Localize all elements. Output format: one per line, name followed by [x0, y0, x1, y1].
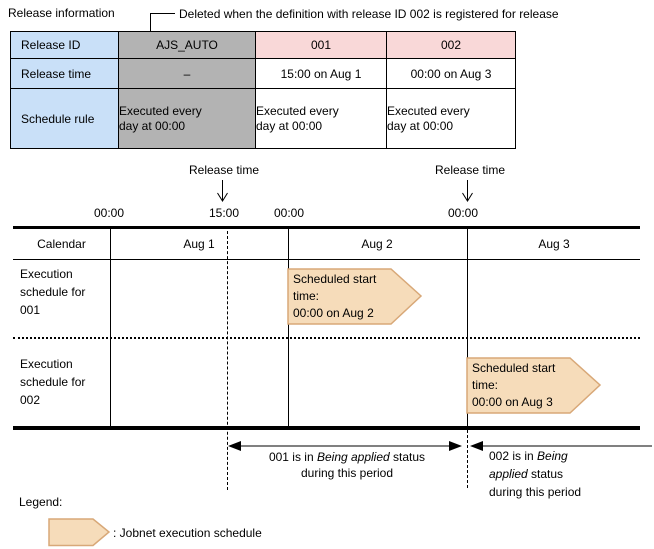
- cell-release-time-ajs-auto: –: [118, 58, 256, 89]
- jobnet-schedule-banner-001: [287, 268, 423, 325]
- cell-release-id-002: 002: [386, 31, 516, 59]
- release-aug3-dashed-line: [467, 430, 468, 488]
- time-label-0000-aug3: 00:00: [447, 206, 479, 220]
- calendar-row-divider: [13, 259, 640, 260]
- schedule-rule-text: Executed every day at 00:00: [256, 103, 339, 133]
- day-label-aug3: Aug 3: [538, 237, 570, 251]
- status-italic: Being applied: [489, 449, 568, 481]
- banner-line: time:: [293, 289, 320, 303]
- banner-line: time:: [472, 378, 499, 392]
- status-prefix: 002 is in: [489, 449, 538, 463]
- banner-line: Scheduled start: [293, 272, 377, 286]
- annotation-connector-vertical: [150, 13, 151, 39]
- legend-label: Legend:: [19, 495, 63, 509]
- time-label-1500: 15:00: [208, 206, 240, 220]
- banner-line: 00:00 on Aug 3: [472, 395, 553, 409]
- cell-schedule-rule-002: Executed every day at 00:00: [386, 88, 516, 149]
- cell-release-id-001: 001: [255, 31, 387, 59]
- cell-release-id-ajs-auto: AJS_AUTO: [118, 31, 256, 59]
- banner-text-002: Scheduled start time: 00:00 on Aug 3: [472, 360, 555, 411]
- banner-text-001: Scheduled start time: 00:00 on Aug 2: [293, 271, 376, 322]
- status-text-002: 002 is in Being applied status during th…: [489, 447, 589, 501]
- schedule-rule-text: Executed every day at 00:00: [387, 103, 470, 133]
- calendar-row-label: Calendar: [37, 237, 86, 251]
- status-suffix: status during this period: [489, 467, 582, 499]
- down-arrow-icon: [217, 180, 228, 202]
- aug3-boundary-line: [467, 229, 468, 426]
- jobnet-schedule-banner-002: [466, 357, 602, 414]
- status-text-001: 001 is in Being applied status during th…: [257, 449, 437, 481]
- being-applied-period-arrows: [228, 441, 652, 451]
- banner-line: Scheduled start: [472, 361, 556, 375]
- schedule-rule-text: Executed every day at 00:00: [119, 103, 202, 133]
- day-label-aug1: Aug 1: [183, 237, 215, 251]
- cell-schedule-rule-ajs-auto: Executed every day at 00:00: [118, 88, 256, 149]
- cell-release-time-002: 00:00 on Aug 3: [386, 58, 516, 89]
- legend-item-text: : Jobnet execution schedule: [113, 526, 262, 540]
- row-header-release-time: Release time: [10, 58, 119, 89]
- row-header-release-id: Release ID: [10, 31, 119, 59]
- timeline-top-rule: [13, 226, 640, 229]
- label-column-divider: [110, 226, 111, 426]
- jobnet-execution-schedule-icon: [48, 518, 111, 547]
- row-label-execution-schedule-001: Execution schedule for 001: [20, 267, 86, 317]
- release-1500-dashed-line: [227, 231, 228, 490]
- day-label-aug2: Aug 2: [361, 237, 393, 251]
- annotation-connector-horizontal: [150, 13, 175, 14]
- table-row-release-id: Release ID AJS_AUTO 001 002: [10, 31, 516, 59]
- table-row-release-time: Release time – 15:00 on Aug 1 00:00 on A…: [10, 58, 516, 89]
- annotation-text: Deleted when the definition with release…: [179, 7, 559, 21]
- cell-release-time-001: 15:00 on Aug 1: [255, 58, 387, 89]
- status-suffix: status during this period: [300, 450, 426, 480]
- row-label-execution-schedule-002: Execution schedule for 002: [20, 357, 86, 407]
- schedule-rows-dotted-divider: [13, 337, 640, 339]
- timeline-bottom-rule: [13, 426, 640, 430]
- status-prefix: 001 is in: [268, 450, 317, 464]
- figure-title: Release information: [8, 6, 115, 20]
- table-row-schedule-rule: Schedule rule Executed every day at 00:0…: [10, 88, 516, 149]
- cell-schedule-rule-001: Executed every day at 00:00: [255, 88, 387, 149]
- aug2-boundary-line: [288, 229, 289, 426]
- time-label-0000-aug2: 00:00: [273, 206, 305, 220]
- down-arrow-icon: [462, 180, 473, 202]
- status-italic: Being applied: [316, 450, 390, 464]
- row-header-schedule-rule: Schedule rule: [10, 88, 119, 149]
- release-info-table: Release ID AJS_AUTO 001 002 Release time…: [10, 31, 516, 149]
- time-label-0000-aug1: 00:00: [93, 206, 125, 220]
- release-time-label-2: Release time: [434, 163, 506, 177]
- release-time-label-1: Release time: [188, 163, 260, 177]
- banner-line: 00:00 on Aug 2: [293, 306, 374, 320]
